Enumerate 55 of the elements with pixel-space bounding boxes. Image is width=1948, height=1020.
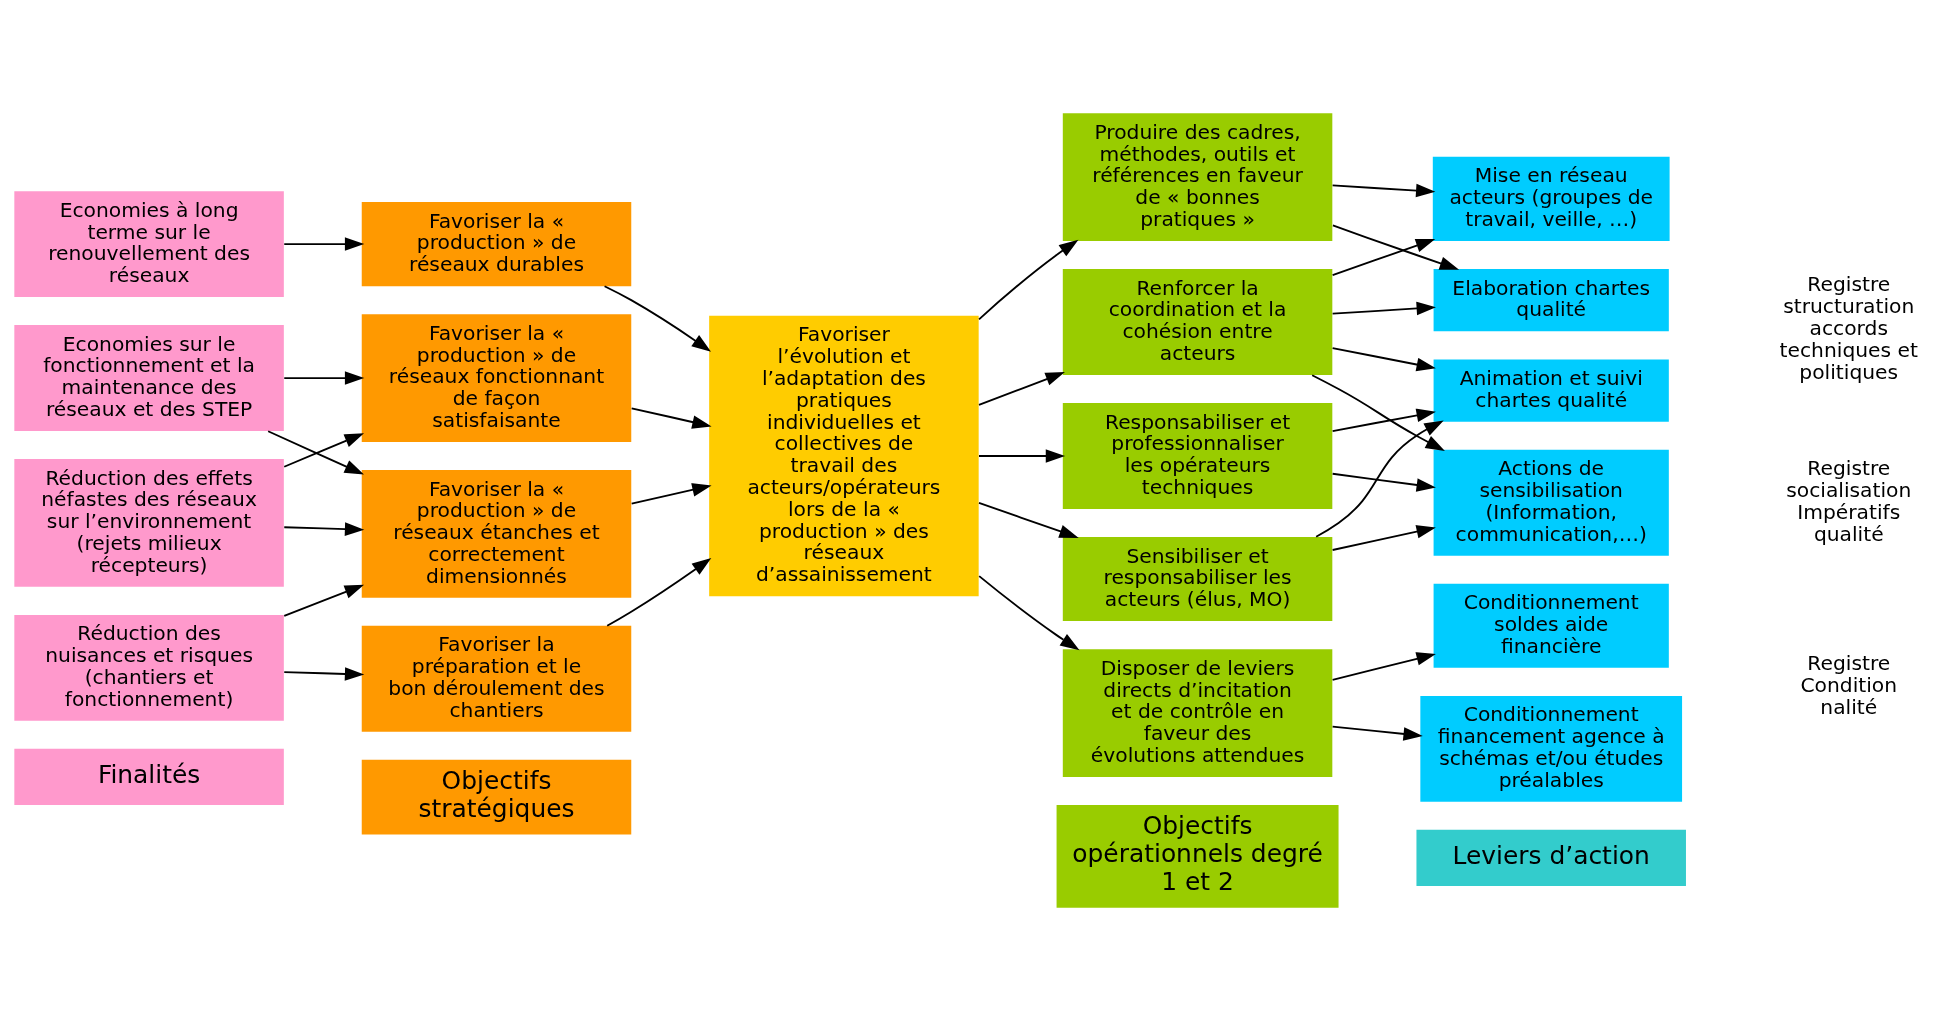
label: Registre Condition nalité xyxy=(1800,650,1898,719)
node-box: Produire des cadres, méthodes, outils et références en faveur de « bonnes pratiques » xyxy=(1062,112,1333,241)
arrow xyxy=(267,429,364,475)
arrow xyxy=(283,666,365,681)
node-box: Leviers d’action xyxy=(1416,829,1686,886)
node-box: Responsabiliser et professionnaliser les opérateurs techniques xyxy=(1062,402,1333,509)
arrow xyxy=(630,406,712,429)
arrow xyxy=(1331,301,1436,315)
node-box: Réduction des effets néfastes des réseaux sur l’environnement (rejets milieux récepteurs) xyxy=(14,458,284,587)
arrow xyxy=(1331,183,1436,197)
arrow xyxy=(978,501,1079,538)
label: Registre socialisation Impératifs qualité xyxy=(1786,455,1912,546)
arrow xyxy=(283,236,365,251)
node-box: Favoriser la « production » de réseaux étanches et correctement dimensionnés xyxy=(361,469,632,598)
arrow xyxy=(1331,224,1460,270)
node-box: Renforcer la coordination et la cohésion entre acteurs xyxy=(1062,268,1333,375)
node-box: Conditionnement soldes aide financière xyxy=(1433,583,1669,668)
arrow xyxy=(978,239,1079,320)
arrow xyxy=(978,371,1065,406)
node-box: Economies à long terme sur le renouvellement des réseaux xyxy=(14,190,284,297)
node-box: Animation et suivi chartes qualité xyxy=(1433,358,1669,422)
arrow xyxy=(283,521,365,536)
node-box: Actions de sensibilisation (Information, communication,…) xyxy=(1433,449,1669,556)
node-box: Favoriser l’évolution et l’adaptation des pratiques individuelles et collectives de travail des acteurs/opérateurs lors de la « production » des réseaux d’assainissement xyxy=(709,315,979,596)
node-box: Favoriser la « production » de réseaux fonctionnant de façon satisfaisante xyxy=(361,313,632,442)
arrow xyxy=(1315,420,1444,538)
node-box: Elaboration chartes qualité xyxy=(1433,268,1669,331)
arrow xyxy=(1331,346,1436,371)
arrow xyxy=(978,448,1066,463)
arrow xyxy=(283,370,365,385)
arrow xyxy=(1331,238,1436,276)
arrow xyxy=(606,557,712,627)
node-box: Objectifs stratégiques xyxy=(361,759,632,835)
node-box: Réduction des nuisances et risques (chantiers et fonctionnement) xyxy=(14,614,284,721)
node-box: Finalités xyxy=(14,748,284,805)
arrow xyxy=(1331,408,1436,432)
arrow xyxy=(1331,524,1436,551)
node-box: Favoriser la préparation et le bon déroulement des chantiers xyxy=(361,625,632,732)
node-box: Favoriser la « production » de réseaux durables xyxy=(361,201,632,286)
node-box: Objectifs opérationnels degré 1 et 2 xyxy=(1056,804,1339,908)
arrow xyxy=(283,432,364,468)
node-box: Mise en réseau acteurs (groupes de travail, veille, …) xyxy=(1432,156,1670,241)
node-box: Conditionnement financement agence à schémas et/ou études préalables xyxy=(1420,695,1683,802)
arrow xyxy=(1331,472,1436,492)
label: Registre structuration accords techniques et politiques xyxy=(1779,271,1918,384)
arrow xyxy=(603,284,712,352)
node-box: Disposer de leviers directs d’incitation et de contrôle en faveur des évolutions attendues xyxy=(1062,648,1333,777)
arrow xyxy=(630,482,712,505)
arrow xyxy=(1311,373,1445,451)
node-box: Sensibiliser et responsabiliser les acteurs (élus, MO) xyxy=(1062,536,1333,621)
arrow xyxy=(978,574,1080,650)
arrow xyxy=(1331,725,1423,741)
arrow xyxy=(283,584,365,617)
node-box: Economies sur le fonctionnement et la maintenance des réseaux et des STEP xyxy=(14,324,284,431)
arrow xyxy=(1331,651,1436,681)
